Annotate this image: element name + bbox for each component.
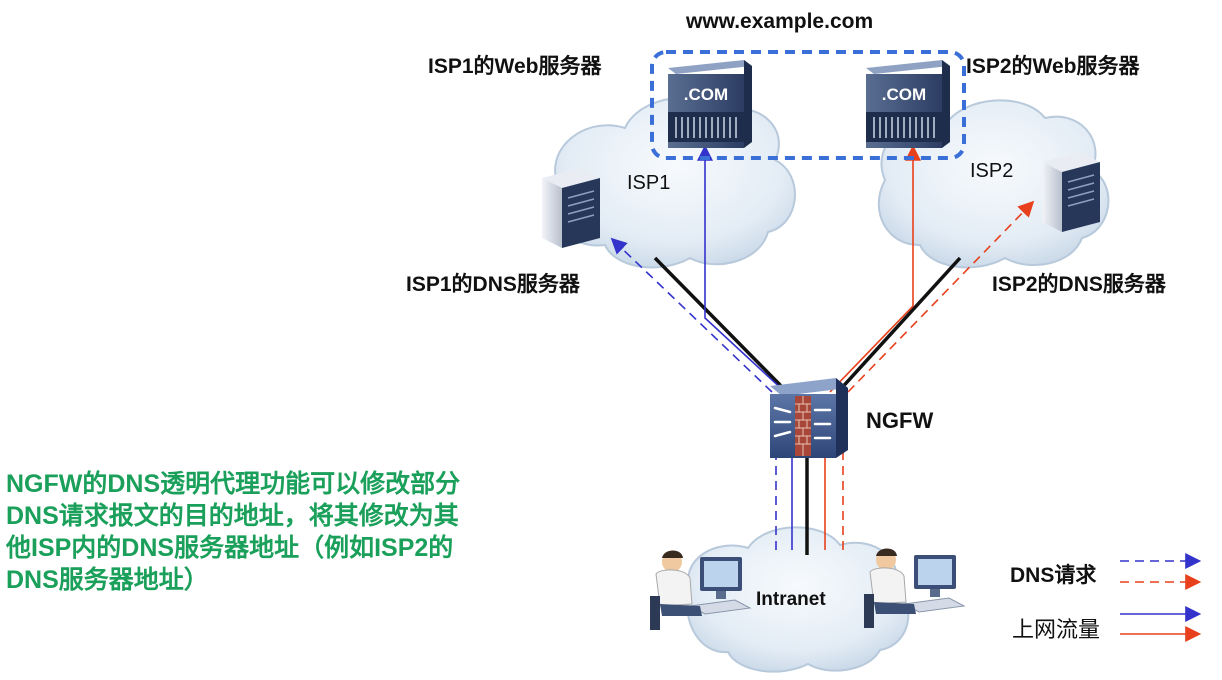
- intranet-label: Intranet: [756, 589, 826, 610]
- traffic-isp2-web-path: [824, 144, 921, 550]
- intranet-cloud: [686, 526, 910, 673]
- isp2-web-server-label: ISP2的Web服务器: [966, 55, 1140, 78]
- isp1-dns-server-label: ISP1的DNS服务器: [406, 273, 580, 296]
- com-badge: .COM: [684, 85, 728, 104]
- dns-request-isp2-path: [842, 200, 1035, 550]
- com-badge: .COM: [882, 85, 926, 104]
- isp2-web-server-icon: .COM: [866, 60, 950, 148]
- description-line: DNS服务器地址）: [6, 566, 209, 594]
- domain-title: www.example.com: [686, 10, 874, 33]
- network-links: [653, 256, 962, 555]
- legend-internet-traffic-label: 上网流量: [1012, 618, 1101, 643]
- brick-wall-icon: [795, 396, 811, 456]
- web-domain-group-box: [650, 50, 966, 160]
- description-line: DNS请求报文的目的地址，将其修改为其: [6, 502, 459, 530]
- isp2-dns-server-label: ISP2的DNS服务器: [992, 273, 1166, 296]
- isp1-label: ISP1: [627, 172, 671, 194]
- isp2-dns-server-icon: [1042, 152, 1100, 232]
- isp2-label: ISP2: [970, 160, 1014, 182]
- dns-proxy-description: NGFW的DNS透明代理功能可以修改部分 DNS请求报文的目的地址，将其修改为其…: [6, 468, 606, 596]
- description-line: 他ISP内的DNS服务器地址（例如ISP2的: [6, 534, 454, 562]
- ngfw-firewall-icon: [770, 378, 848, 458]
- description-line: NGFW的DNS透明代理功能可以修改部分: [6, 470, 461, 498]
- traffic-isp1-web-path: [697, 144, 793, 550]
- dns-request-isp1-path: [610, 237, 777, 550]
- legend-dns-request-label: DNS请求: [1010, 564, 1097, 587]
- user-pc-right-icon: [864, 548, 966, 628]
- isp1-web-server-icon: .COM: [668, 60, 752, 148]
- isp1-web-server-label: ISP1的Web服务器: [428, 55, 602, 78]
- user-pc-left-icon: [650, 550, 752, 630]
- isp1-dns-server-icon: [542, 168, 600, 248]
- ngfw-label: NGFW: [866, 408, 934, 433]
